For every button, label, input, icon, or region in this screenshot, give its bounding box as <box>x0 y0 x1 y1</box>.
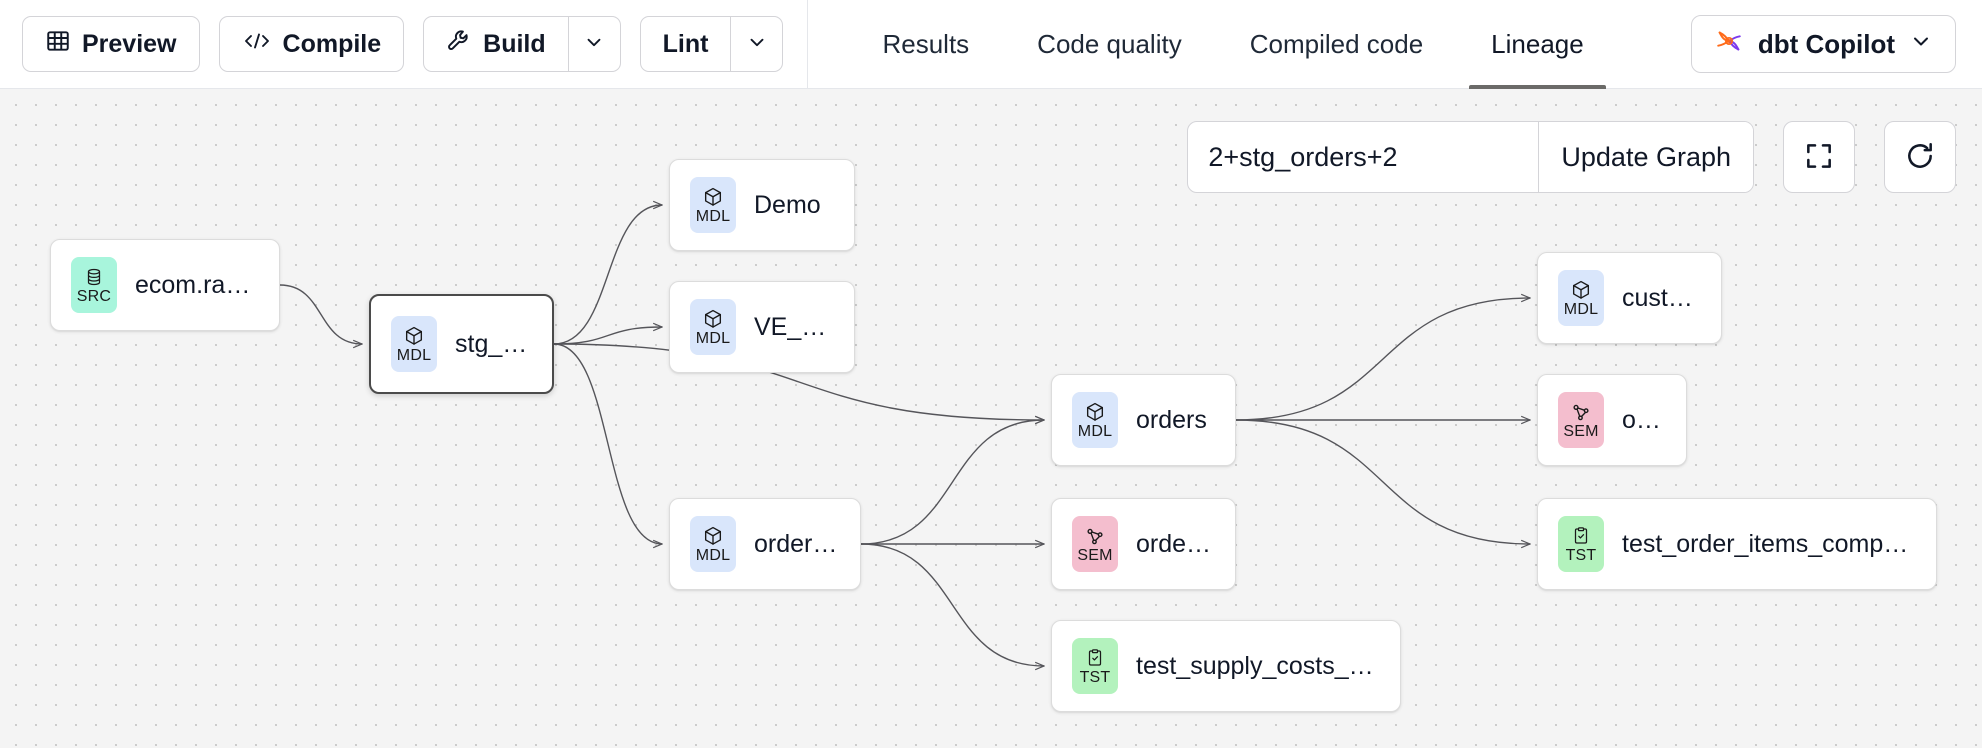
app-header: Preview Compile <box>0 0 1982 89</box>
wrench-icon <box>446 28 472 61</box>
node-selector-group: Update Graph <box>1187 121 1754 193</box>
lineage-edge-stg-orders-to-demo <box>553 205 662 345</box>
lineage-node-label: ecom.raw_orders <box>135 270 259 299</box>
lineage-node-label: VE_Demo <box>754 312 834 341</box>
clipboard-check-icon: TST <box>1558 516 1604 572</box>
node-type-label: MDL <box>1563 300 1599 318</box>
node-type-label: MDL <box>695 329 731 347</box>
lineage-canvas[interactable]: SRCecom.raw_ordersMDLstg_ordersMDLDemoMD… <box>0 89 1982 748</box>
chevron-down-icon <box>583 31 605 58</box>
tab-code-quality[interactable]: Code quality <box>1003 0 1216 89</box>
fullscreen-icon <box>1803 140 1835 175</box>
lineage-edge-stg-orders-to-ve-demo <box>553 327 662 345</box>
editor-toolbar: Preview Compile <box>0 0 784 88</box>
build-split-button: Build <box>423 16 621 72</box>
lineage-node-label: customers <box>1622 283 1701 312</box>
lineage-node-test-supply-costs[interactable]: TST test_supply_costs_sum_correctly <box>1051 620 1401 712</box>
lineage-node-ecom-raw-orders[interactable]: SRC ecom.raw_orders <box>50 239 280 331</box>
cube-icon: MDL <box>690 177 736 233</box>
lineage-node-stg-orders[interactable]: MDL stg_orders <box>369 294 554 394</box>
header-divider <box>807 0 809 89</box>
build-dropdown-toggle[interactable] <box>567 17 620 71</box>
node-type-label: TST <box>1565 546 1597 564</box>
node-type-label: TST <box>1079 668 1111 686</box>
node-type-label: SRC <box>76 287 112 305</box>
lint-dropdown-toggle[interactable] <box>730 17 782 71</box>
lineage-edge-ecom-raw-orders-to-stg-orders <box>279 284 362 344</box>
node-type-label: SEM <box>1077 546 1113 564</box>
semantic-icon: SEM <box>1072 516 1118 572</box>
preview-label: Preview <box>82 29 177 58</box>
node-type-label: MDL <box>695 546 731 564</box>
lint-label: Lint <box>662 29 709 58</box>
result-tabs: Results Code quality Compiled code Linea… <box>808 0 1617 89</box>
chevron-down-icon <box>746 31 768 58</box>
clipboard-check-icon: TST <box>1072 638 1118 694</box>
lineage-edge-order-items-to-test-supply-costs <box>860 543 1044 666</box>
cube-icon: MDL <box>690 299 736 355</box>
tab-lineage-label: Lineage <box>1491 28 1584 59</box>
cube-icon: MDL <box>1072 392 1118 448</box>
lint-button[interactable]: Lint <box>641 17 731 71</box>
tab-results[interactable]: Results <box>848 0 1003 89</box>
lineage-node-label: test_order_items_compute_to_bools_c... <box>1622 529 1916 558</box>
chevron-down-icon <box>1909 29 1933 60</box>
tab-results-label: Results <box>882 28 970 59</box>
lineage-node-order-item-sem[interactable]: SEM order_item <box>1051 498 1236 590</box>
database-icon: SRC <box>71 257 117 313</box>
lineage-node-label: order_items <box>754 529 840 558</box>
tab-lineage[interactable]: Lineage <box>1457 0 1618 89</box>
graph-controls: Update Graph <box>1187 121 1956 193</box>
lineage-edge-orders-mdl-to-customers <box>1235 298 1530 421</box>
lint-split-button: Lint <box>639 16 784 72</box>
lineage-edge-order-items-to-orders-mdl <box>860 420 1044 545</box>
cube-icon: MDL <box>391 316 437 372</box>
lineage-node-label: orders <box>1136 405 1207 434</box>
refresh-icon <box>1904 140 1936 175</box>
preview-button[interactable]: Preview <box>22 16 200 72</box>
lineage-node-test-order-items[interactable]: TST test_order_items_compute_to_bools_c..… <box>1537 498 1937 590</box>
lineage-node-demo[interactable]: MDL Demo <box>669 159 855 251</box>
build-button[interactable]: Build <box>424 17 568 71</box>
lineage-node-order-items[interactable]: MDL order_items <box>669 498 861 590</box>
lineage-node-label: Demo <box>754 190 821 219</box>
code-icon <box>242 29 272 60</box>
lineage-node-orders-mdl[interactable]: MDL orders <box>1051 374 1236 466</box>
cube-icon: MDL <box>690 516 736 572</box>
lineage-edge-stg-orders-to-order-items <box>553 343 662 544</box>
tab-compiled-code-label: Compiled code <box>1249 28 1424 59</box>
cube-icon: MDL <box>1558 270 1604 326</box>
refresh-button[interactable] <box>1884 121 1956 193</box>
lineage-edge-orders-mdl-to-test-order-items <box>1235 419 1530 544</box>
lineage-node-ve-demo[interactable]: MDL VE_Demo <box>669 281 855 373</box>
lineage-node-label: order_item <box>1136 529 1215 558</box>
node-type-label: MDL <box>1077 422 1113 440</box>
dbt-copilot-button[interactable]: dbt Copilot <box>1690 15 1956 73</box>
dbt-copilot-label: dbt Copilot <box>1757 28 1895 59</box>
compile-label: Compile <box>282 29 382 58</box>
build-label: Build <box>483 29 546 58</box>
lineage-node-customers[interactable]: MDL customers <box>1537 252 1722 344</box>
lineage-node-label: test_supply_costs_sum_correctly <box>1136 651 1380 680</box>
lineage-node-orders-sem[interactable]: SEM orders <box>1537 374 1687 466</box>
node-selector-input[interactable] <box>1188 122 1539 192</box>
update-graph-button[interactable]: Update Graph <box>1538 122 1753 192</box>
node-type-label: MDL <box>695 207 731 225</box>
fit-view-button[interactable] <box>1783 121 1855 193</box>
compile-button[interactable]: Compile <box>218 16 405 72</box>
tab-code-quality-label: Code quality <box>1037 28 1182 59</box>
dbt-copilot-icon <box>1714 26 1744 63</box>
node-type-label: MDL <box>396 346 432 364</box>
lineage-node-label: orders <box>1622 405 1666 434</box>
tab-compiled-code[interactable]: Compiled code <box>1216 0 1457 89</box>
semantic-icon: SEM <box>1558 392 1604 448</box>
lineage-node-label: stg_orders <box>455 329 532 358</box>
table-icon <box>45 28 71 61</box>
node-type-label: SEM <box>1563 422 1599 440</box>
